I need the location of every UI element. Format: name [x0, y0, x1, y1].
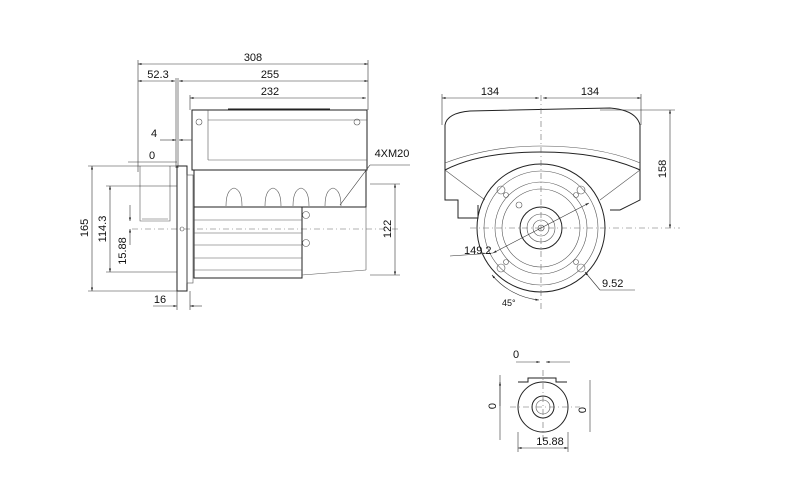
dim-angle: 45° — [502, 298, 516, 308]
dim-flange-height: 165 — [79, 219, 91, 237]
shaft — [139, 166, 171, 222]
dim-shaft-end-diameter: 15.88 — [536, 436, 564, 448]
dim-shaft-ref: 0 — [149, 150, 155, 162]
terminal-box-outline — [444, 107, 641, 171]
terminal-box — [191, 109, 368, 171]
dim-body-length: 255 — [261, 69, 279, 81]
side-view: 308 52.3 255 232 4 0 4XM20 165 114.3 15.… — [79, 52, 410, 310]
front-view: 134 134 158 149.2 9.52 45° — [441, 86, 680, 310]
dim-terminal-box-length: 232 — [261, 86, 279, 98]
dim-height: 158 — [657, 160, 669, 178]
dim-key-left: 0 — [487, 403, 499, 409]
cable-entry-section — [193, 169, 367, 208]
dim-flange-offset: 52.3 — [147, 69, 168, 81]
dim-shaft-height: 122 — [382, 220, 394, 238]
flange — [176, 165, 188, 292]
dim-overall-length: 308 — [244, 52, 262, 64]
dim-shaft-diameter: 15.88 — [117, 237, 129, 265]
bolt-holes — [496, 185, 586, 273]
dim-key-top: 0 — [513, 349, 519, 361]
dim-half-width-right: 134 — [581, 86, 599, 98]
dim-key-right: 0 — [577, 407, 589, 413]
dim-flange-thickness: 16 — [154, 294, 166, 306]
dim-pilot-diameter: 114.3 — [97, 216, 109, 243]
dim-flange-gap: 4 — [151, 128, 157, 140]
motor-body — [193, 206, 303, 279]
shaft-end-view: 0 0 0 15.88 — [487, 349, 591, 452]
dim-bolt-hole: 9.52 — [602, 278, 623, 290]
label-cable-entries: 4XM20 — [375, 148, 410, 160]
dim-bolt-circle: 149.2 — [464, 245, 492, 257]
dim-half-width-left: 134 — [481, 86, 499, 98]
